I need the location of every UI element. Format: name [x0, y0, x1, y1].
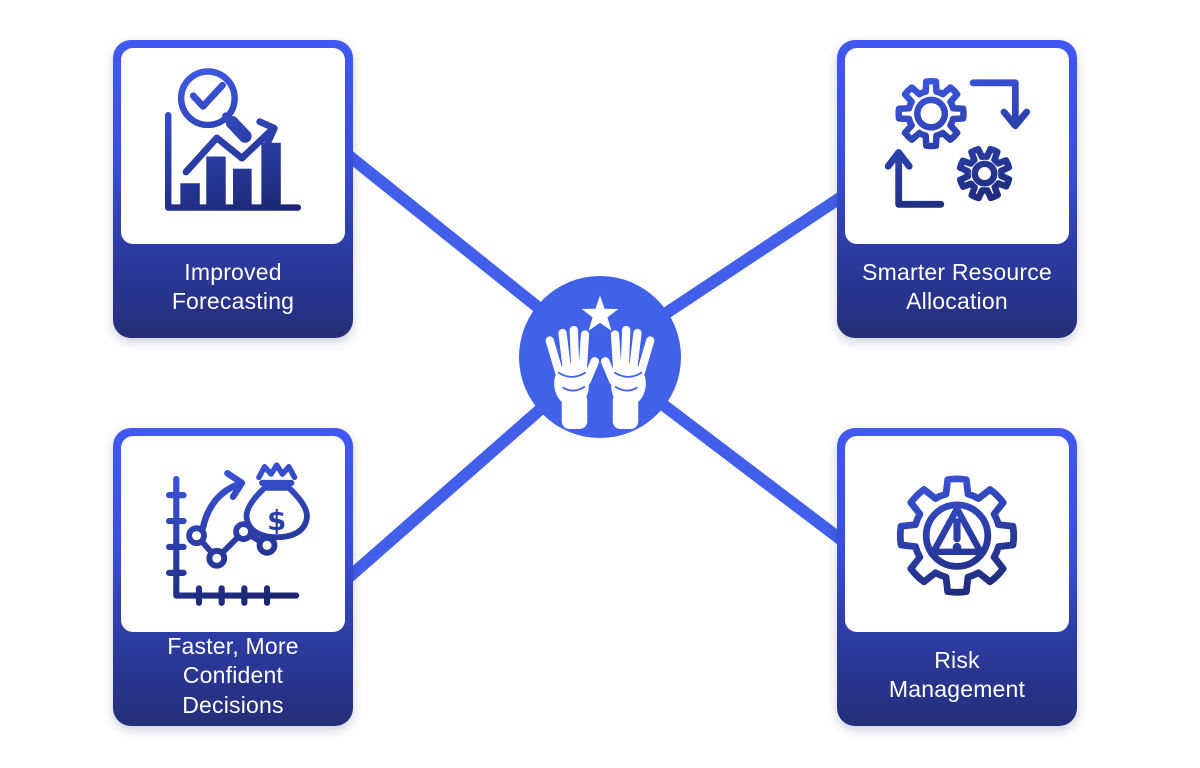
gear-warning-icon: [896, 475, 1018, 596]
hand-left: [545, 325, 600, 429]
card-faster-confident-decisions: $ Faster, More Confident Decisions: [113, 428, 353, 726]
hand-right: [600, 325, 655, 429]
card-label: Smarter Resource Allocation: [862, 258, 1052, 314]
card-label: Improved Forecasting: [171, 258, 295, 314]
card-label: Faster, More Confident Decisions: [167, 633, 299, 718]
center-hub: [519, 276, 681, 438]
bar-chart-magnifier-icon: [164, 68, 302, 211]
card-risk-management: Risk Management: [837, 428, 1077, 726]
hands-holding-star-icon: [545, 295, 655, 429]
card-icon-panel: $: [121, 436, 345, 632]
card-icon-panel: [845, 48, 1069, 244]
trend-chart-money-bag-icon: $: [165, 462, 310, 606]
card-icon-panel: [121, 48, 345, 244]
gears-sync-icon: [884, 77, 1031, 208]
card-label: Risk Management: [888, 646, 1026, 702]
star-shape: [581, 295, 619, 331]
card-smarter-resource-allocation: Smarter Resource Allocation: [837, 40, 1077, 338]
card-improved-forecasting: Improved Forecasting: [113, 40, 353, 338]
card-icon-panel: [845, 436, 1069, 632]
dollar-sign: $: [267, 505, 286, 537]
